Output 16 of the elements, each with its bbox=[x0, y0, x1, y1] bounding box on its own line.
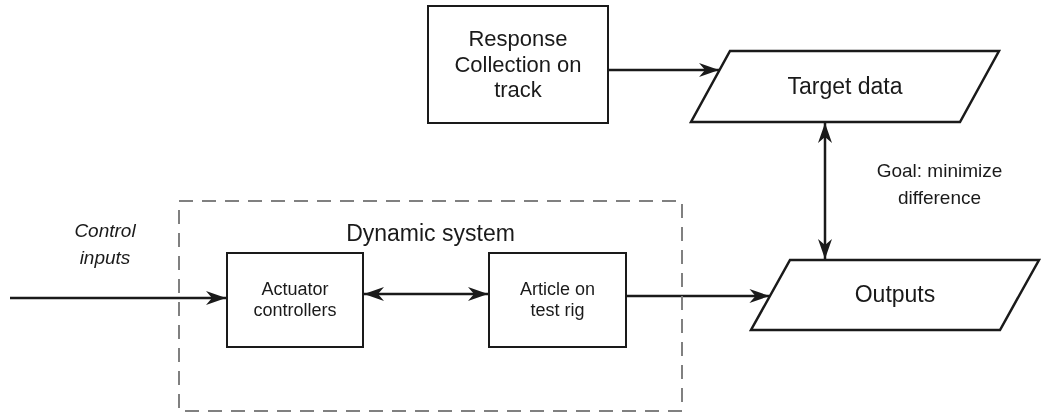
edge-label: Control inputs bbox=[73, 219, 137, 270]
edge-label: Goal: minimize difference bbox=[875, 159, 1004, 210]
node-label: Target data bbox=[787, 72, 903, 101]
arrow bbox=[818, 123, 832, 259]
arrow bbox=[364, 287, 488, 301]
node-label: Response Collection on track bbox=[453, 25, 583, 104]
process-box bbox=[226, 252, 364, 348]
node-label: Dynamic system bbox=[345, 220, 516, 248]
arrow bbox=[627, 289, 770, 303]
process-box bbox=[427, 5, 609, 124]
arrow bbox=[609, 63, 720, 77]
arrow bbox=[10, 291, 226, 305]
node-label: Article on test rig bbox=[518, 278, 596, 322]
node-label: Actuator controllers bbox=[252, 278, 338, 322]
node-label: Outputs bbox=[854, 281, 936, 309]
process-box bbox=[488, 252, 627, 348]
